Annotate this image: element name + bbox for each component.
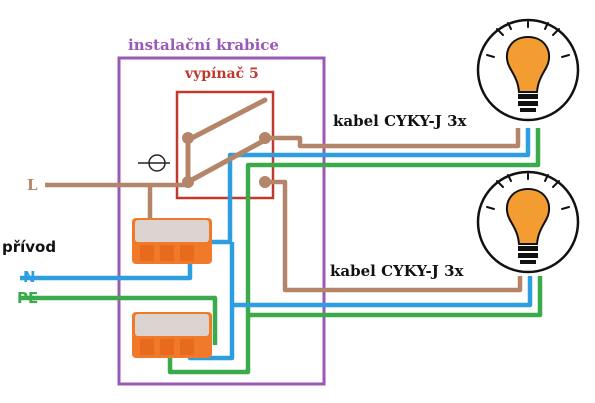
switch-box: [175, 90, 275, 200]
wago-connector-icon: [132, 218, 212, 264]
phase-symbol-icon: [138, 154, 170, 172]
neutral-label: N: [23, 268, 36, 286]
supply-label: přívod: [2, 238, 57, 256]
pe-label: PE: [17, 289, 39, 307]
switch-label: vypínač 5: [185, 66, 259, 82]
neutral-wires: [20, 128, 533, 361]
line-label: L: [27, 176, 38, 194]
cable-label-bottom: kabel CYKY-J 3x: [330, 262, 464, 280]
switch-icon: [182, 97, 271, 188]
pe-wires: [20, 128, 543, 375]
wago-connector-icon: [132, 312, 212, 358]
light-bulb-icon: [476, 170, 580, 274]
installation-box: [117, 56, 326, 386]
cable-label-top: kabel CYKY-J 3x: [333, 112, 467, 130]
light-bulb-icon: [476, 18, 580, 122]
installation-box-label: instalační krabice: [128, 36, 279, 54]
